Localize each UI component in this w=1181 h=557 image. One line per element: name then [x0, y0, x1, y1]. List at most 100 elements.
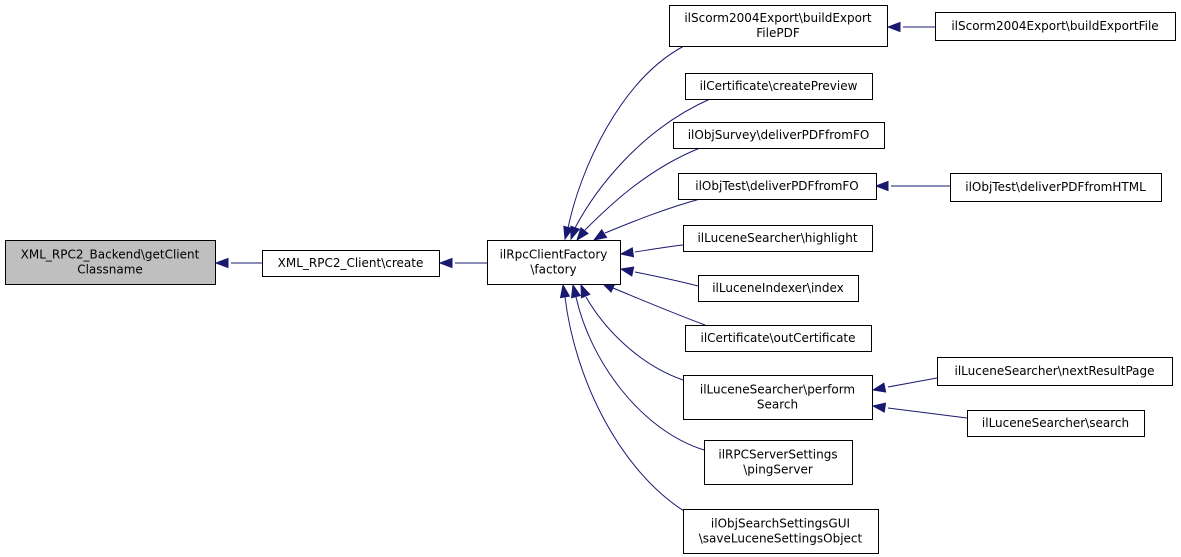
edge-arrowhead	[874, 180, 889, 192]
edge-test-deliverpdf-to-factory	[592, 198, 701, 241]
edge-arrowhead	[580, 283, 591, 299]
node-box	[698, 275, 859, 302]
edge-line	[574, 98, 711, 229]
node-box	[704, 440, 853, 485]
node-label-line: ilLuceneSearcher\nextResultPage	[954, 364, 1154, 378]
node-rpcserversettings-pingserver[interactable]: ilRPCServerSettings\pingServer	[704, 440, 853, 485]
node-label-line: ilObjTest\deliverPDFfromFO	[695, 179, 858, 193]
node-certificate-createpreview[interactable]: ilCertificate\createPreview	[685, 73, 873, 100]
edges-layer	[214, 21, 968, 512]
node-scorm-buildexportfile[interactable]: ilScorm2004Export\buildExportFile	[935, 12, 1176, 41]
edge-line	[887, 377, 938, 388]
node-box	[685, 325, 872, 352]
node-objsearchsettingsgui-savelucenesettingsobject[interactable]: ilObjSearchSettingsGUI\saveLuceneSetting…	[683, 509, 879, 554]
edge-arrowhead	[570, 283, 582, 299]
node-label-line: ilLuceneSearcher\perform	[700, 383, 855, 397]
node-label-line: ilScorm2004Export\buildExportFile	[951, 19, 1158, 33]
edge-outcertificate-to-factory	[600, 282, 706, 326]
edge-client-create-to-getclientclassname	[214, 257, 262, 269]
node-label-line: ilRPCServerSettings	[718, 448, 837, 462]
node-label-line: ilCertificate\outCertificate	[700, 331, 855, 345]
node-label-line: \saveLuceneSettingsObject	[699, 532, 863, 546]
edge-line	[575, 296, 705, 451]
node-label-line: FilePDF	[756, 26, 800, 40]
node-box	[678, 173, 877, 200]
node-luceneindexer-index[interactable]: ilLuceneIndexer\index	[698, 275, 859, 302]
edge-buildexportfile-to-buildexportfilepdf	[886, 21, 935, 33]
node-label-line: ilCertificate\createPreview	[700, 79, 858, 93]
node-label-line: XML_RPC2_Client\create	[278, 256, 424, 270]
node-lucenesearcher-highlight[interactable]: ilLuceneSearcher\highlight	[683, 225, 873, 252]
node-box	[683, 509, 879, 554]
node-box	[937, 357, 1173, 386]
edge-test-deliverhtml-to-test-deliverpdf	[874, 180, 950, 192]
node-label-line: \factory	[530, 263, 576, 277]
node-label-line: ilObjSearchSettingsGUI	[711, 517, 850, 531]
edge-line	[634, 271, 699, 287]
edge-arrowhead	[570, 225, 581, 241]
edge-arrowhead	[563, 225, 574, 241]
node-label-line: ilRpcClientFactory	[500, 248, 608, 262]
node-box	[487, 240, 621, 285]
edge-arrowhead	[559, 283, 571, 299]
node-label-line: ilLuceneSearcher\highlight	[697, 231, 857, 245]
edge-arrowhead	[438, 257, 453, 269]
node-box	[683, 225, 873, 252]
node-lucenesearcher-search[interactable]: ilLuceneSearcher\search	[967, 410, 1145, 437]
edge-arrowhead	[886, 21, 901, 33]
node-certificate-outcertificate[interactable]: ilCertificate\outCertificate	[685, 325, 872, 352]
edge-line	[887, 407, 968, 419]
node-label-line: XML_RPC2_Backend\getClient	[21, 248, 200, 262]
edge-index-to-factory	[619, 266, 699, 287]
edge-performsearch-to-factory	[580, 283, 684, 381]
edge-factory-to-client-create	[438, 257, 487, 269]
node-label-line: ilLuceneIndexer\index	[712, 281, 844, 295]
node-box	[5, 240, 216, 285]
node-box	[683, 375, 873, 420]
edge-arrowhead	[619, 247, 635, 258]
edge-highlight-to-factory	[619, 244, 684, 258]
node-box	[262, 250, 440, 277]
edge-pingserver-to-factory	[570, 283, 705, 451]
edge-line	[634, 244, 684, 253]
edge-createpreview-to-factory	[570, 98, 711, 241]
edge-buildexportfilepdf-to-factory	[563, 45, 685, 241]
edge-arrowhead	[592, 228, 608, 241]
edge-savelucene-to-factory	[559, 283, 685, 512]
node-label-line: ilLuceneSearcher\search	[982, 416, 1129, 430]
edge-line	[564, 296, 685, 512]
node-label-line: ilScorm2004Export\buildExport	[684, 11, 872, 25]
node-box	[950, 173, 1162, 202]
node-lucenesearcher-nextresultpage[interactable]: ilLuceneSearcher\nextResultPage	[937, 357, 1173, 386]
edge-arrowhead	[619, 266, 635, 277]
node-label-line: ilObjTest\deliverPDFfromHTML	[965, 180, 1146, 194]
edge-arrowhead	[214, 257, 229, 269]
edge-arrowhead	[871, 382, 887, 393]
edge-line	[585, 296, 684, 381]
node-box	[967, 410, 1145, 437]
node-label-line: ilObjSurvey\deliverPDFfromFO	[688, 128, 870, 142]
node-box	[673, 122, 885, 149]
edge-line	[567, 45, 685, 229]
node-client-create[interactable]: XML_RPC2_Client\create	[262, 250, 440, 277]
edge-survey-deliverpdf-to-factory	[576, 147, 701, 242]
node-box	[685, 73, 873, 100]
edge-line	[604, 198, 701, 234]
edge-arrowhead	[871, 402, 887, 413]
node-rpcclientfactory-factory[interactable]: ilRpcClientFactory\factory	[487, 240, 621, 285]
node-box	[935, 12, 1176, 41]
edge-line	[584, 147, 701, 231]
node-test-deliverpdffromhtml[interactable]: ilObjTest\deliverPDFfromHTML	[950, 173, 1162, 202]
edge-line	[612, 287, 706, 326]
node-survey-deliverpdffromfo[interactable]: ilObjSurvey\deliverPDFfromFO	[673, 122, 885, 149]
node-label-line: Search	[757, 398, 798, 412]
node-test-deliverpdffromfo[interactable]: ilObjTest\deliverPDFfromFO	[678, 173, 877, 200]
edge-nextresultpage-to-performsearch	[871, 377, 938, 393]
edge-search-to-performsearch	[871, 402, 968, 419]
node-box	[669, 5, 888, 47]
